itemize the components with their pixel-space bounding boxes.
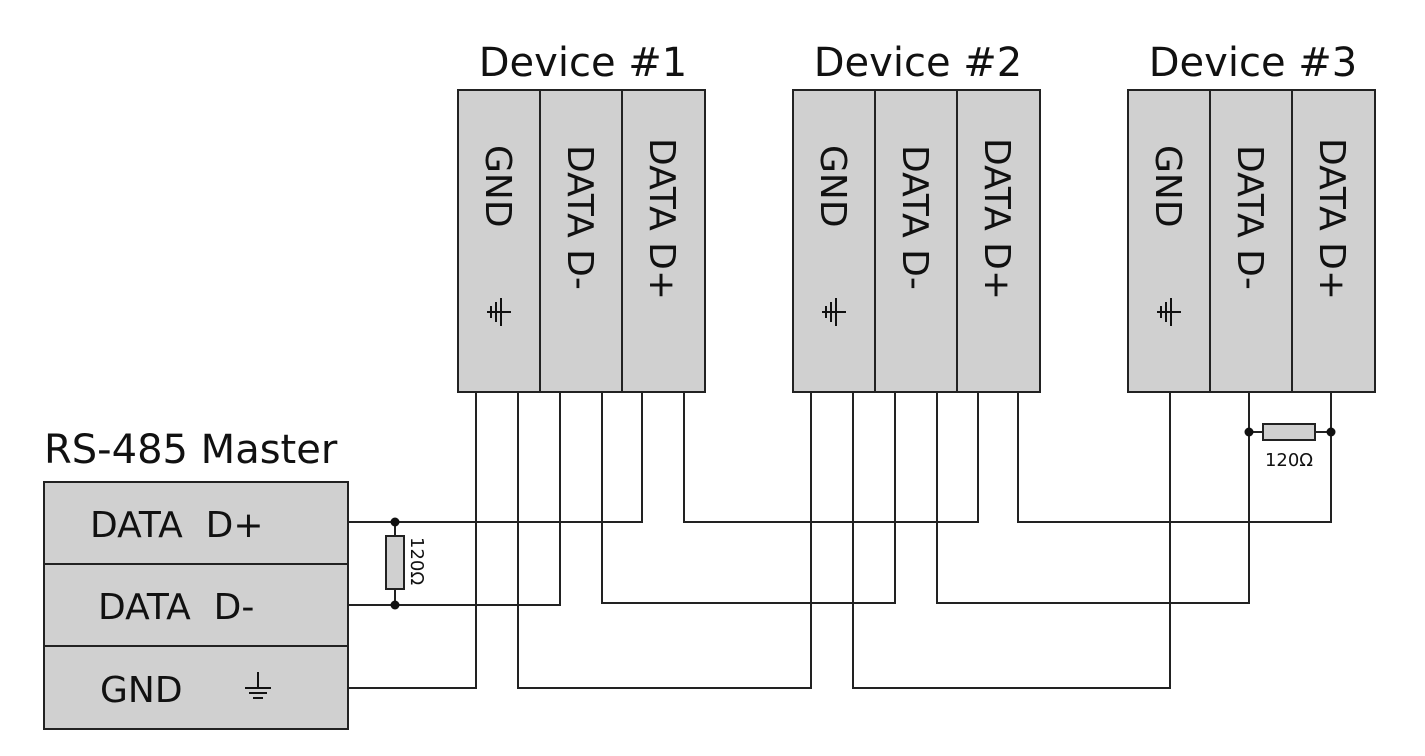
- rs485-master: RS-485 Master DATA D+ DATA D- GND: [43, 427, 349, 730]
- device-3-gnd-label: GND: [1147, 145, 1188, 228]
- device-1-title: Device #1: [479, 40, 687, 86]
- device-3-terminal-data-plus: [1291, 89, 1376, 393]
- master-terminal-gnd: [43, 645, 349, 730]
- master-data-plus-label: DATA D+: [90, 505, 264, 546]
- resistor-body: [385, 535, 405, 590]
- device-3: Device #3 GND DATA D- DATA D+: [1127, 40, 1376, 393]
- wire-gnd-device1-device2: [517, 392, 812, 689]
- device-2-data-plus-label: DATA D+: [976, 138, 1017, 300]
- device-2-data-minus-label: DATA D-: [894, 145, 935, 290]
- device-1: Device #1 GND DATA D- DATA D+: [457, 40, 706, 393]
- wire-dminus-device1-device2: [601, 392, 896, 604]
- junction-dot: [390, 517, 400, 527]
- wire-gnd-device2-device3: [852, 392, 1171, 689]
- master-title: RS-485 Master: [44, 427, 338, 473]
- wire-dplus-device1-device2: [683, 392, 979, 523]
- wire-dplus-master-device1: [348, 392, 643, 523]
- device-3-data-minus-label: DATA D-: [1229, 145, 1270, 290]
- wires: [348, 392, 1332, 689]
- resistor-body: [1262, 423, 1316, 441]
- device-1-terminal-data-minus: [539, 89, 623, 393]
- master-terminal-data-plus: [43, 481, 349, 565]
- device-2-terminal-data-minus: [874, 89, 958, 393]
- device-1-data-minus-label: DATA D-: [559, 145, 600, 290]
- device-3-data-plus-label: DATA D+: [1311, 138, 1352, 300]
- device-2-terminal-data-plus: [956, 89, 1041, 393]
- master-resistor-label: 120Ω: [406, 537, 427, 585]
- wire-dminus-device2-device3: [936, 392, 1250, 604]
- device-3-terminal-gnd: [1127, 89, 1211, 393]
- device-3-title: Device #3: [1149, 40, 1357, 86]
- wire-dplus-device2-device3: [1017, 392, 1332, 523]
- junction-dot: [1326, 427, 1336, 437]
- device3-resistor-label: 120Ω: [1265, 450, 1313, 471]
- device-2-terminal-gnd: [792, 89, 876, 393]
- device-1-data-plus-label: DATA D+: [641, 138, 682, 300]
- master-termination-resistor: 120Ω: [385, 517, 427, 610]
- ground-icon: [487, 298, 511, 326]
- junction-dot: [1244, 427, 1254, 437]
- device-1-gnd-label: GND: [477, 145, 518, 228]
- master-gnd-label: GND: [100, 670, 183, 711]
- device-2: Device #2 GND DATA D- DATA D+: [792, 40, 1041, 393]
- ground-icon: [822, 298, 846, 326]
- device-2-title: Device #2: [814, 40, 1022, 86]
- junction-dot: [390, 600, 400, 610]
- device-2-gnd-label: GND: [812, 145, 853, 228]
- device3-termination-resistor: 120Ω: [1244, 423, 1336, 471]
- wire-gnd-master-device1: [348, 392, 477, 689]
- device-1-terminal-gnd: [457, 89, 541, 393]
- ground-icon: [1157, 298, 1181, 326]
- wire-dminus-master-device1: [348, 392, 561, 606]
- master-data-minus-label: DATA D-: [98, 587, 254, 628]
- ground-icon: [245, 672, 271, 699]
- device-1-terminal-data-plus: [621, 89, 706, 393]
